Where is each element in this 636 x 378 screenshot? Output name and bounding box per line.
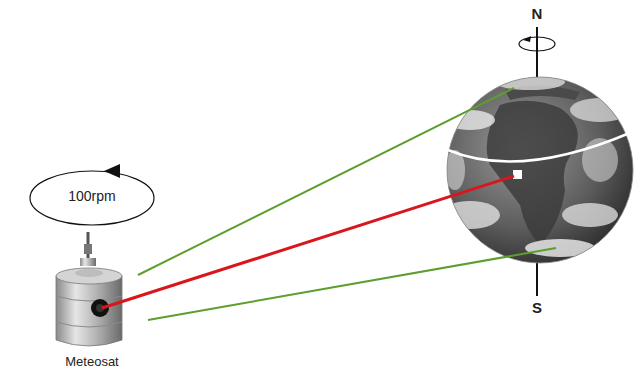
satellite-name: Meteosat — [65, 355, 118, 369]
scan-edge-line — [148, 248, 556, 320]
earth-axis — [536, 27, 538, 80]
equator — [448, 132, 632, 162]
scan-beam — [102, 176, 514, 308]
arrow-head — [523, 36, 531, 42]
arrow-head — [104, 164, 120, 178]
rotation-arrow — [30, 171, 154, 225]
pole-label: S — [532, 300, 542, 317]
earth — [440, 74, 633, 263]
satellite — [56, 232, 122, 346]
spin-rate: 100rpm — [68, 189, 115, 204]
earth-axis — [536, 260, 538, 296]
rotation-arrow — [519, 37, 555, 51]
scan-edge-line — [138, 88, 514, 275]
pole-label: N — [532, 6, 543, 23]
target-point — [513, 170, 522, 179]
